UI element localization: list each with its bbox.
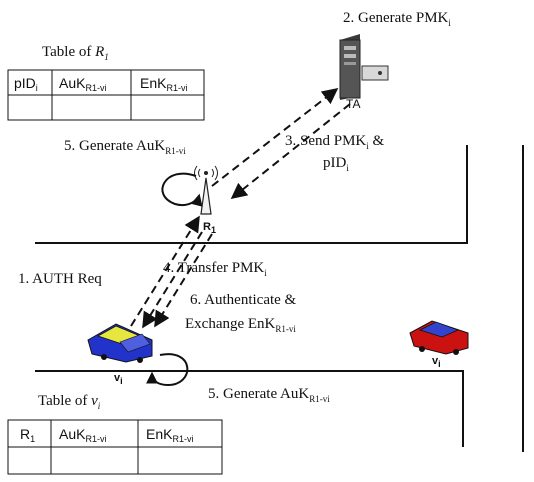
car-icon-right xyxy=(409,320,469,355)
step-1-label: 1. AUTH Req xyxy=(18,271,102,287)
server-icon xyxy=(339,34,389,100)
vi-right-label: vi xyxy=(432,355,441,369)
table-vi-title: Table of vi xyxy=(38,393,101,411)
step-6-label-line2: Exchange EnKR1-vi xyxy=(185,316,296,334)
step-2-label: 2. Generate PMKi xyxy=(343,10,451,28)
table-vi-header-1: AuKR1-vi xyxy=(59,426,106,444)
r1-self-loop-arrow xyxy=(161,172,203,207)
table-r1: Table of R1 pIDi AuKR1-vi EnKR1-vi xyxy=(7,44,205,121)
table-vi-header-0: R1 xyxy=(20,426,35,444)
table-vi: Table of vi R1 AuKR1-vi EnKR1-vi xyxy=(7,393,223,475)
arrow-r1-to-ta xyxy=(211,88,339,187)
arrow-vi-to-r1-auth xyxy=(130,215,200,327)
step-4-label: 4. Transfer PMKi xyxy=(163,260,267,278)
upper-road-edge xyxy=(35,145,468,244)
step-3-label-line2: pIDi xyxy=(323,155,349,173)
arrow-ta-to-r1 xyxy=(230,103,351,199)
step-5-top-label: 5. Generate AuKR1-vi xyxy=(64,138,186,156)
ta-label: TA xyxy=(346,97,360,111)
vi-left-label: vi xyxy=(114,372,123,386)
table-vi-header-2: EnKR1-vi xyxy=(146,426,193,444)
rsu-antenna-icon xyxy=(194,165,218,215)
lower-road-edge xyxy=(35,370,464,447)
arrow-r1-to-vi-transfer xyxy=(142,231,203,329)
r1-label: R1 xyxy=(203,221,216,235)
table-r1-header-0: pIDi xyxy=(14,75,38,93)
step-6-label-line1: 6. Authenticate & xyxy=(190,292,297,308)
step-3-label-line1: 3. Send PMKi & xyxy=(285,133,385,151)
car-icon-left xyxy=(87,323,153,363)
vi-self-loop-arrow xyxy=(146,353,189,387)
table-r1-header-2: EnKR1-vi xyxy=(140,75,187,93)
step-5-bottom-label: 5. Generate AuKR1-vi xyxy=(208,386,330,404)
table-r1-header-1: AuKR1-vi xyxy=(59,75,106,93)
table-r1-title: Table of R1 xyxy=(42,44,109,62)
arrow-r1-to-vi-exchange xyxy=(154,233,213,328)
road-outline xyxy=(35,145,524,452)
